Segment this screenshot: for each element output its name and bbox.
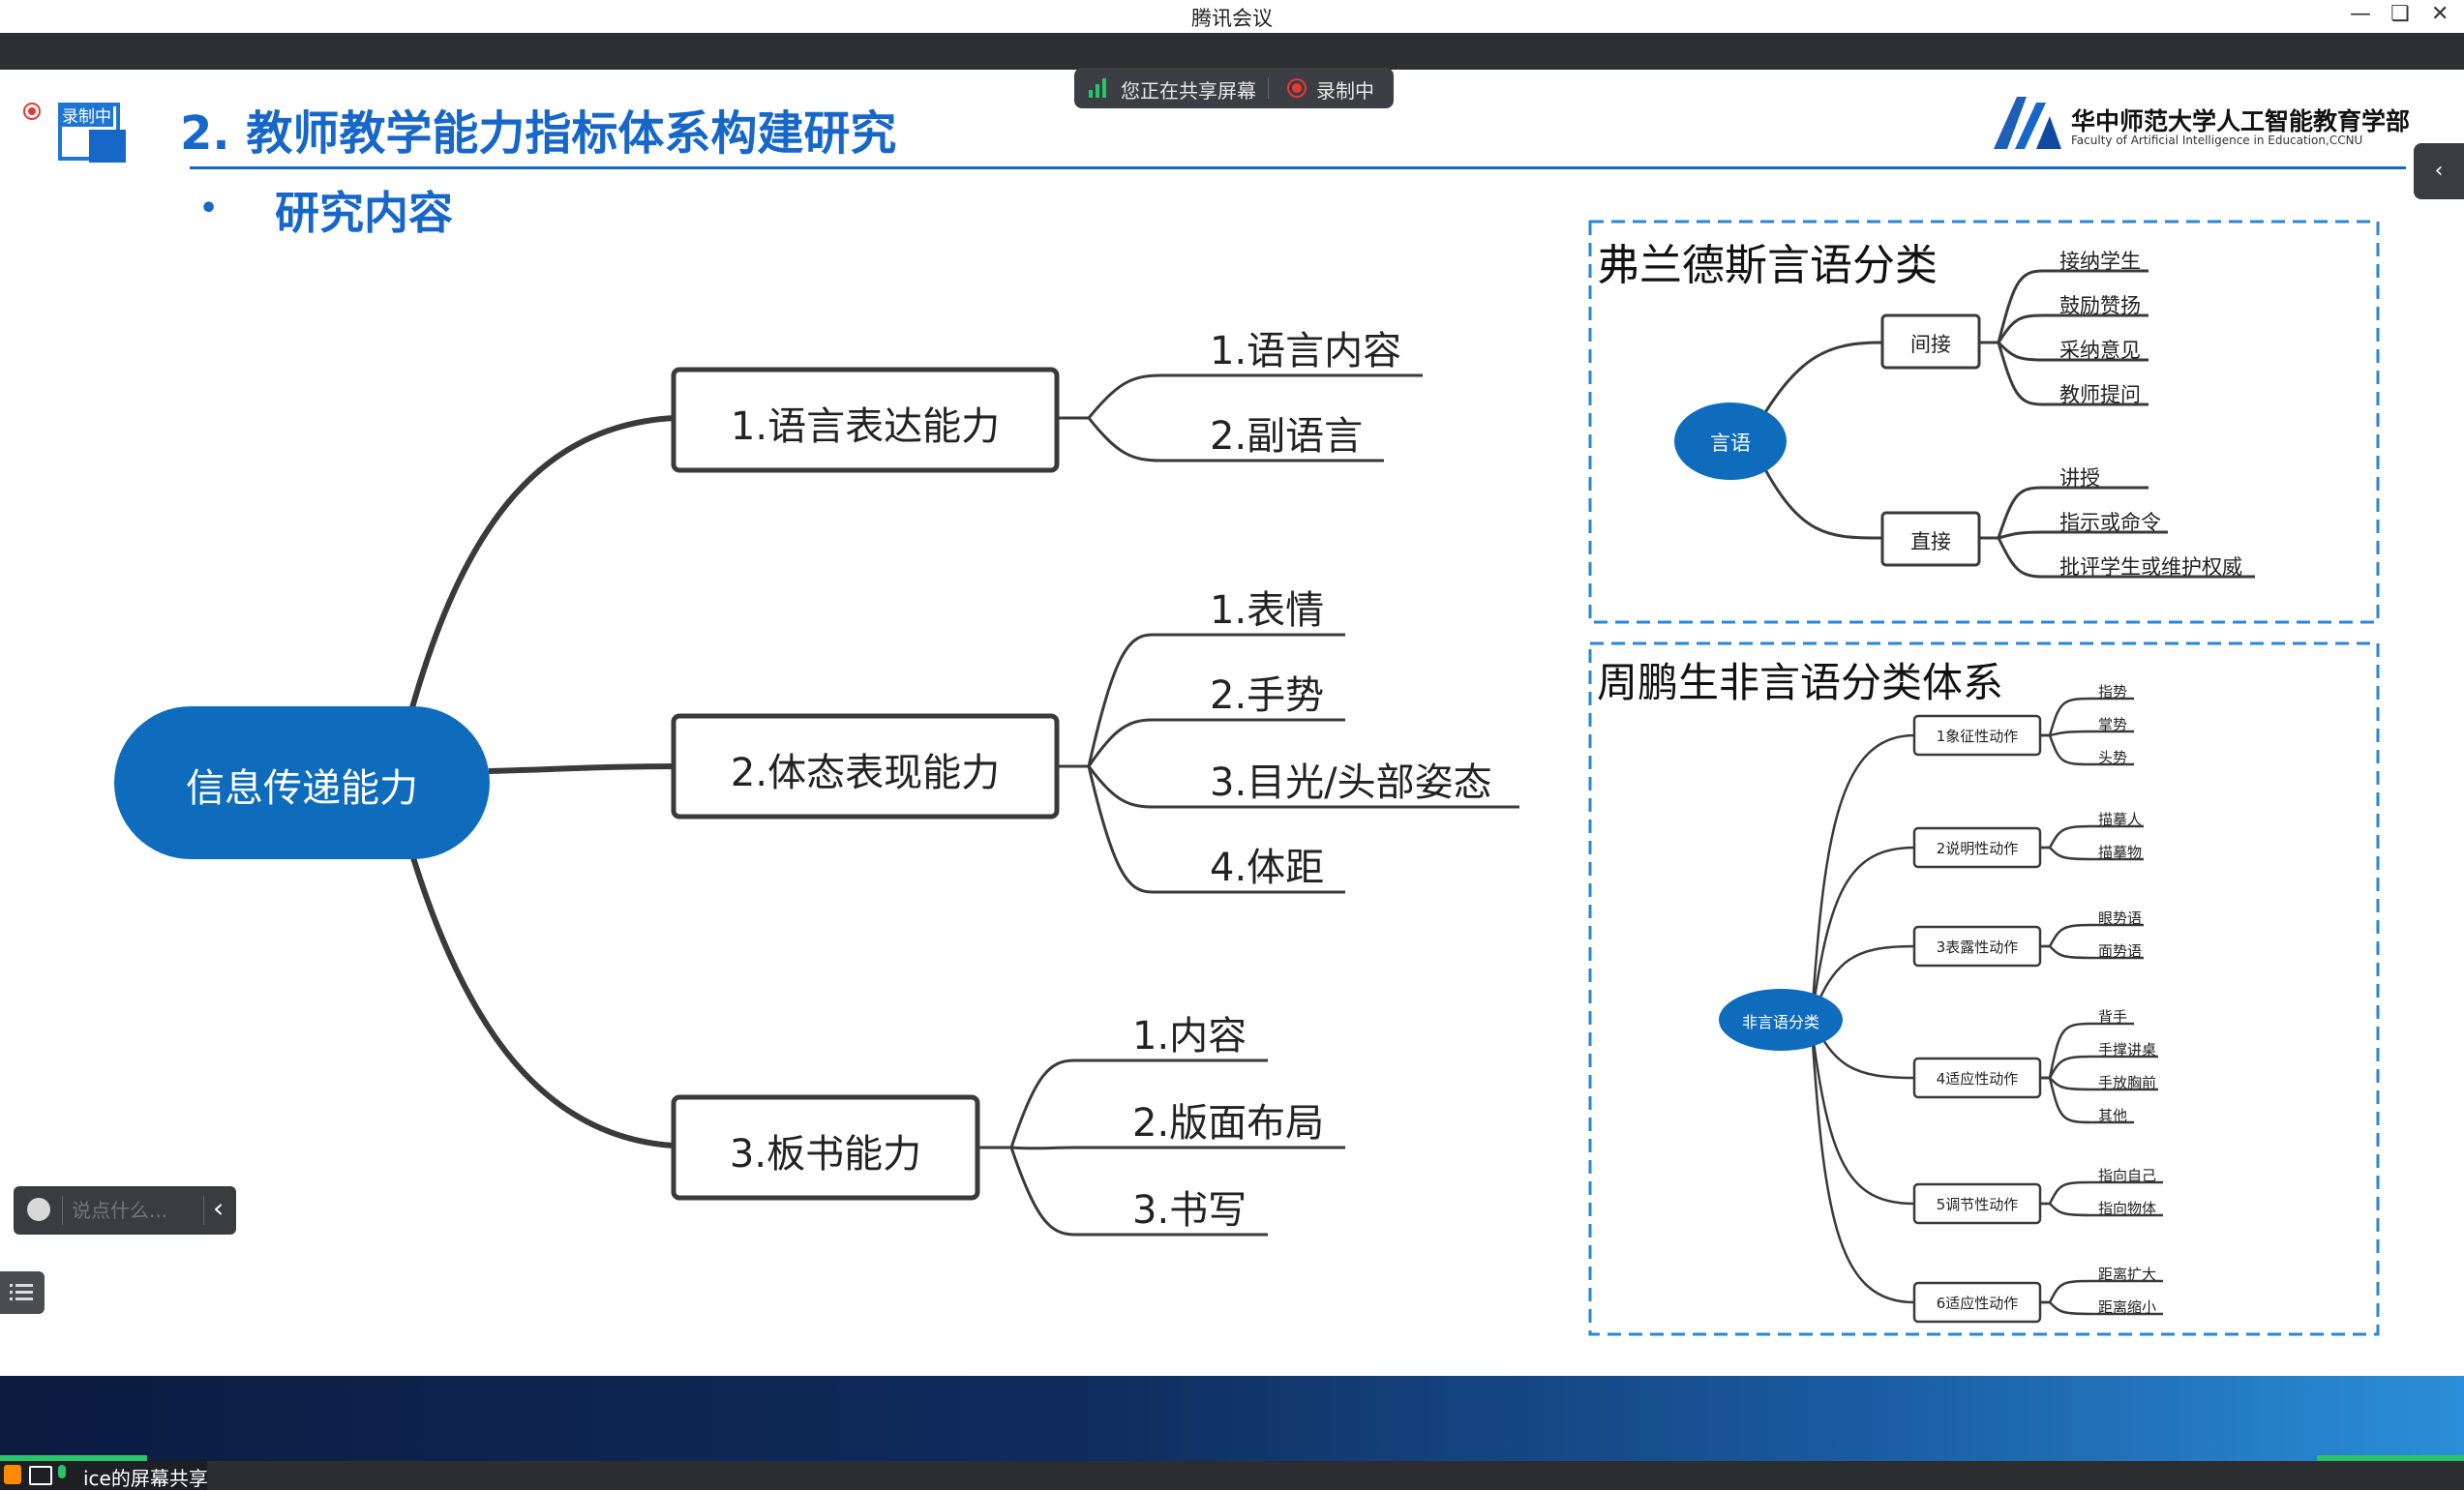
nonverbal-item: 指势 bbox=[2098, 683, 2128, 701]
bullet-research-content: 研究内容 bbox=[275, 187, 453, 239]
flanders-item: 采纳意见 bbox=[2059, 339, 2141, 362]
nonverbal-group-2: 2说明性动作 bbox=[1936, 840, 2019, 857]
side-panel-toggle[interactable]: ‹ bbox=[2414, 143, 2464, 199]
chevron-left-icon: ‹ bbox=[2434, 159, 2444, 183]
leaf-1-2: 2.副语言 bbox=[1210, 414, 1364, 459]
title-underline bbox=[190, 166, 2406, 169]
leaf-2-4: 4.体距 bbox=[1210, 846, 1325, 890]
nonverbal-item: 眼势语 bbox=[2098, 910, 2143, 927]
branch-node-3 bbox=[671, 1094, 980, 1201]
leaf-3-3: 3.书写 bbox=[1132, 1188, 1247, 1233]
logo-text-en: Faculty of Artificial Intelligence in Ed… bbox=[2071, 134, 2363, 147]
slide-corner-fill bbox=[89, 130, 126, 163]
close-icon[interactable]: ✕ bbox=[2431, 2, 2449, 26]
list-menu-button[interactable] bbox=[0, 1271, 45, 1314]
logo-text-cn: 华中师范大学人工智能教育学部 bbox=[2071, 107, 2411, 135]
nonverbal-group-5: 5调节性动作 bbox=[1936, 1196, 2019, 1213]
share-indicator-line-bottom-left bbox=[0, 1455, 147, 1461]
recording-label[interactable]: 录制中 bbox=[1316, 79, 1374, 103]
flanders-title: 弗兰德斯言语分类 bbox=[1597, 241, 1938, 290]
branch-node-1 bbox=[671, 367, 1060, 473]
nonverbal-item: 其他 bbox=[2098, 1107, 2128, 1124]
nonverbal-item: 描摹人 bbox=[2098, 811, 2143, 828]
meeting-top-strip bbox=[0, 33, 2464, 70]
share-indicator-line-bottom-right bbox=[2317, 1455, 2464, 1461]
recording-dot-icon bbox=[23, 103, 41, 120]
nonverbal-item: 描摹物 bbox=[2098, 844, 2143, 861]
nonverbal-group-6: 6适应性动作 bbox=[1936, 1295, 2019, 1312]
nonverbal-root-label: 非言语分类 bbox=[1741, 1013, 1819, 1031]
flanders-diagram bbox=[1588, 220, 2380, 624]
nonverbal-group-3: 3表露性动作 bbox=[1936, 939, 2019, 956]
branch-label-3: 3.板书能力 bbox=[729, 1132, 922, 1177]
nonverbal-item: 手放胸前 bbox=[2098, 1074, 2157, 1091]
branch-label-2: 2.体态表现能力 bbox=[730, 751, 1001, 795]
share-bar-divider bbox=[1268, 77, 1269, 99]
screen-icon bbox=[29, 1466, 52, 1485]
leaf-2-3: 3.目光/头部姿态 bbox=[1210, 760, 1492, 805]
microphone-icon bbox=[58, 1465, 66, 1478]
recording-badge: 录制中 bbox=[60, 103, 113, 127]
share-status-bar: ice的屏幕共享 bbox=[0, 1461, 2464, 1490]
leaf-2-1: 1.表情 bbox=[1210, 588, 1325, 633]
screen-share-bar[interactable]: 您正在共享屏幕 录制中 bbox=[1074, 68, 1394, 108]
user-icon bbox=[4, 1465, 21, 1484]
flanders-item: 教师提问 bbox=[2059, 383, 2141, 406]
nonverbal-item: 背手 bbox=[2098, 1008, 2128, 1026]
mindmap-root-label: 信息传递能力 bbox=[186, 766, 418, 811]
chevron-left-icon[interactable]: ‹ bbox=[213, 1192, 225, 1224]
nonverbal-title: 周鹏生非言语分类体系 bbox=[1597, 659, 2004, 706]
leaf-3-1: 1.内容 bbox=[1132, 1014, 1247, 1059]
nonverbal-item: 手撑讲桌 bbox=[2098, 1041, 2157, 1059]
list-icon bbox=[10, 1284, 33, 1300]
flanders-item: 讲授 bbox=[2059, 466, 2100, 490]
window-titlebar: 腾讯会议 — ❏ ✕ bbox=[0, 0, 2464, 33]
nonverbal-item: 指向物体 bbox=[2098, 1200, 2157, 1217]
nonverbal-item: 面势语 bbox=[2098, 942, 2143, 960]
chat-input-widget[interactable]: ‹ bbox=[14, 1186, 236, 1235]
nonverbal-item: 指向自己 bbox=[2098, 1167, 2157, 1184]
restore-icon[interactable]: ❏ bbox=[2390, 2, 2410, 26]
bullet-dot: • bbox=[199, 192, 219, 225]
record-icon bbox=[1287, 78, 1307, 98]
flanders-item: 鼓励赞扬 bbox=[2059, 294, 2141, 317]
emoji-icon[interactable] bbox=[27, 1198, 50, 1221]
flanders-item: 指示或命令 bbox=[2059, 511, 2161, 534]
chat-input[interactable] bbox=[70, 1194, 199, 1227]
flanders-item: 批评学生或维护权威 bbox=[2059, 555, 2242, 579]
nonverbal-item: 距离缩小 bbox=[2098, 1298, 2157, 1316]
chat-divider bbox=[203, 1196, 204, 1225]
signal-icon bbox=[1089, 78, 1106, 98]
branch-label-1: 1.语言表达能力 bbox=[730, 404, 1001, 449]
flanders-group-indirect: 间接 bbox=[1910, 333, 1951, 356]
flanders-item: 接纳学生 bbox=[2059, 250, 2141, 273]
university-logo-icon bbox=[1994, 97, 2061, 149]
mindmap-main bbox=[114, 367, 1519, 1237]
chat-divider bbox=[62, 1196, 63, 1225]
flanders-root-label: 言语 bbox=[1710, 432, 1751, 455]
sharing-label: 您正在共享屏幕 bbox=[1121, 79, 1256, 103]
branch-node-2 bbox=[671, 713, 1060, 820]
minimize-icon[interactable]: — bbox=[2350, 2, 2371, 26]
flanders-group-direct: 直接 bbox=[1910, 530, 1951, 553]
nonverbal-group-4: 4适应性动作 bbox=[1936, 1070, 2019, 1088]
nonverbal-group-1: 1象征性动作 bbox=[1936, 728, 2019, 745]
share-status-label: ice的屏幕共享 bbox=[83, 1467, 208, 1490]
leaf-1-1: 1.语言内容 bbox=[1210, 329, 1402, 373]
nonverbal-item: 头势 bbox=[2098, 749, 2128, 766]
nonverbal-item: 距离扩大 bbox=[2098, 1266, 2157, 1283]
slide-footer-band bbox=[0, 1376, 2464, 1461]
nonverbal-diagram bbox=[1588, 641, 2380, 1336]
mindmap-root-node bbox=[114, 706, 490, 859]
leaf-3-2: 2.版面布局 bbox=[1132, 1101, 1325, 1146]
window-title: 腾讯会议 bbox=[1191, 7, 1273, 30]
leaf-2-2: 2.手势 bbox=[1210, 673, 1325, 718]
slide-title: 2. 教师教学能力指标体系构建研究 bbox=[180, 106, 897, 161]
nonverbal-item: 掌势 bbox=[2098, 716, 2128, 733]
